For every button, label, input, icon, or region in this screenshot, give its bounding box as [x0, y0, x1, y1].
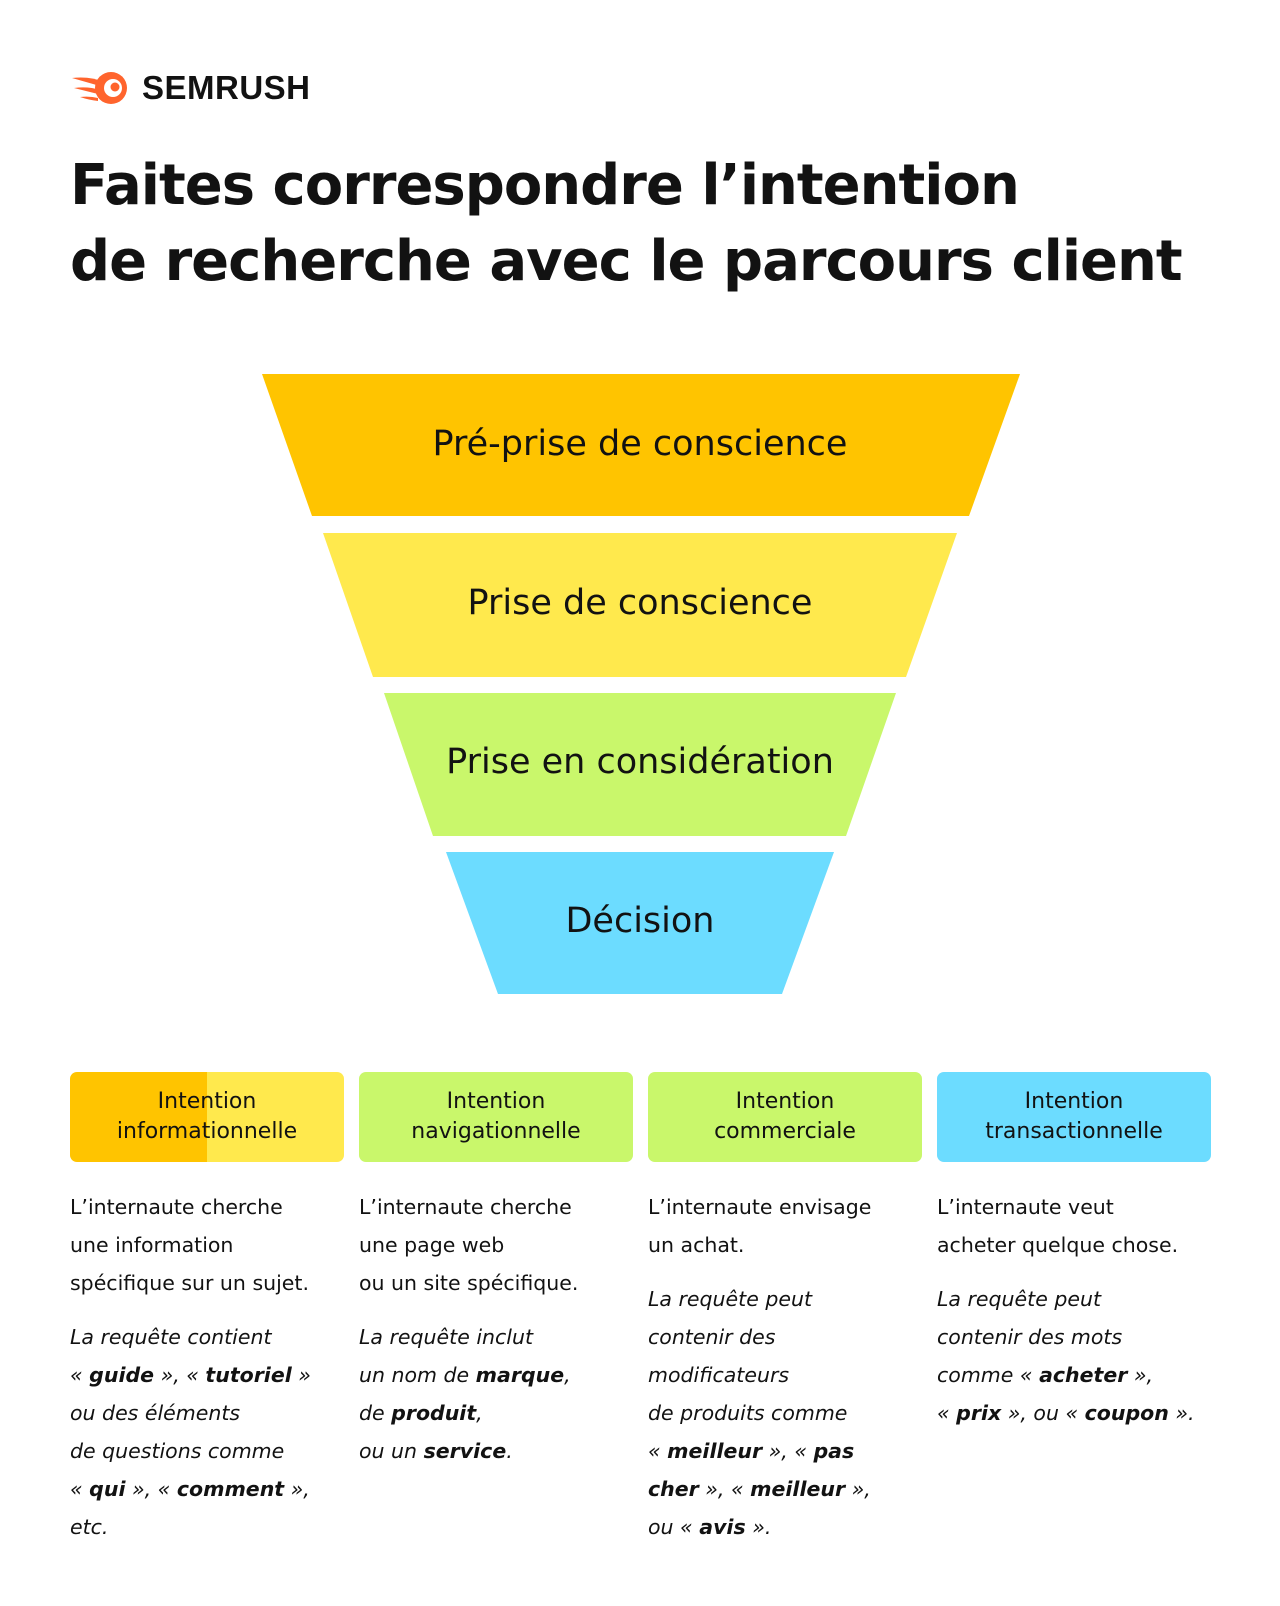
- description-line: L’internaute cherche: [359, 1195, 572, 1219]
- keyword: meilleur: [750, 1477, 846, 1501]
- query-line: « meilleur », « pas: [648, 1439, 855, 1463]
- intent-title-word: Intention: [735, 1089, 835, 1114]
- keyword: qui: [89, 1477, 126, 1501]
- intent-text-commercial: L’internaute envisage un achat. La requêt…: [648, 1188, 924, 1546]
- keyword: cher: [648, 1477, 699, 1501]
- title-line-2: de recherche avec le parcours client: [70, 229, 1183, 294]
- intent-card-commercial: Intention commerciale: [648, 1072, 922, 1162]
- keyword: marque: [475, 1363, 565, 1387]
- intent-query-example: La requête contient « guide », « tutoriel…: [70, 1318, 346, 1546]
- query-line: contenir des mots: [937, 1325, 1123, 1349]
- description-line: spécifique sur un sujet.: [70, 1271, 309, 1295]
- description-line: une page web: [359, 1233, 505, 1257]
- query-line: comme « acheter »,: [937, 1363, 1154, 1387]
- keyword: guide: [89, 1363, 155, 1387]
- query-line: etc.: [70, 1515, 109, 1539]
- keyword: tutoriel: [205, 1363, 292, 1387]
- intent-description: L’internaute cherche une information spéci…: [70, 1188, 346, 1302]
- intent-query-example: La requête peut contenir des mots comme « …: [937, 1280, 1213, 1432]
- intent-title-word: Intention: [1024, 1089, 1124, 1114]
- description-line: L’internaute cherche: [70, 1195, 283, 1219]
- query-line: « qui », « comment »,: [70, 1477, 310, 1501]
- intent-card-informational: Intention informationnelle: [70, 1072, 344, 1162]
- description-line: L’internaute veut: [937, 1195, 1114, 1219]
- query-line: contenir des: [648, 1325, 776, 1349]
- funnel-label-decision: Décision: [565, 901, 715, 941]
- query-line: ou des éléments: [70, 1401, 241, 1425]
- intent-text-navigational: L’internaute cherche une page web ou un si…: [359, 1188, 635, 1470]
- keyword: produit: [391, 1401, 477, 1425]
- keyword: prix: [956, 1401, 1002, 1425]
- query-line: « prix », ou « coupon ».: [937, 1401, 1195, 1425]
- keyword: avis: [699, 1515, 746, 1539]
- description-line: un achat.: [648, 1233, 745, 1257]
- query-line: La requête peut: [648, 1287, 812, 1311]
- intent-description: L’internaute envisage un achat.: [648, 1188, 924, 1264]
- intent-title-word: Intention: [157, 1089, 257, 1114]
- intent-card-navigational: Intention navigationnelle: [359, 1072, 633, 1162]
- intent-query-example: La requête inclut un nom de marque, de pro…: [359, 1318, 635, 1470]
- query-line: de produits comme: [648, 1401, 848, 1425]
- description-line: acheter quelque chose.: [937, 1233, 1179, 1257]
- keyword: comment: [176, 1477, 285, 1501]
- keyword: meilleur: [667, 1439, 763, 1463]
- keyword: service: [423, 1439, 507, 1463]
- intent-title-type: navigationnelle: [411, 1119, 581, 1144]
- intent-description: L’internaute veut acheter quelque chose.: [937, 1188, 1213, 1264]
- query-line: « guide », « tutoriel »: [70, 1363, 311, 1387]
- query-line: La requête peut: [937, 1287, 1101, 1311]
- query-line: cher », « meilleur »,: [648, 1477, 871, 1501]
- intent-card-transactional: Intention transactionnelle: [937, 1072, 1211, 1162]
- intent-title-word: Intention: [446, 1089, 546, 1114]
- intent-title-type: transactionnelle: [985, 1119, 1163, 1144]
- intent-query-example: La requête peut contenir des modificateurs…: [648, 1280, 924, 1546]
- keyword: coupon: [1084, 1401, 1169, 1425]
- funnel-label-pre-awareness: Pré-prise de conscience: [432, 424, 848, 464]
- semrush-fire-icon: [72, 72, 127, 104]
- query-line: de questions comme: [70, 1439, 285, 1463]
- intent-title-type: commerciale: [714, 1119, 856, 1144]
- title-line-1: Faites correspondre l’intention: [70, 153, 1020, 218]
- query-line: modificateurs: [648, 1363, 790, 1387]
- description-line: ou un site spécifique.: [359, 1271, 579, 1295]
- query-line: La requête inclut: [359, 1325, 534, 1349]
- funnel-label-consideration: Prise en considération: [446, 742, 834, 782]
- brand-logo: SEMRUSH: [70, 68, 311, 108]
- funnel-label-awareness: Prise de conscience: [467, 583, 813, 623]
- query-line: ou « avis ».: [648, 1515, 772, 1539]
- intent-description: L’internaute cherche une page web ou un si…: [359, 1188, 635, 1302]
- intent-text-informational: L’internaute cherche une information spéci…: [70, 1188, 346, 1546]
- description-line: une information: [70, 1233, 234, 1257]
- page-title: Faites correspondre l’intention de reche…: [70, 148, 1220, 300]
- keyword: acheter: [1039, 1363, 1128, 1387]
- brand-name: SEMRUSH: [142, 69, 311, 106]
- intent-title-type: informationnelle: [116, 1119, 298, 1144]
- query-line: de produit,: [359, 1401, 483, 1425]
- query-line: ou un service.: [359, 1439, 513, 1463]
- keyword: pas: [813, 1439, 855, 1463]
- description-line: L’internaute envisage: [648, 1195, 872, 1219]
- query-line: La requête contient: [70, 1325, 272, 1349]
- query-line: un nom de marque,: [359, 1363, 571, 1387]
